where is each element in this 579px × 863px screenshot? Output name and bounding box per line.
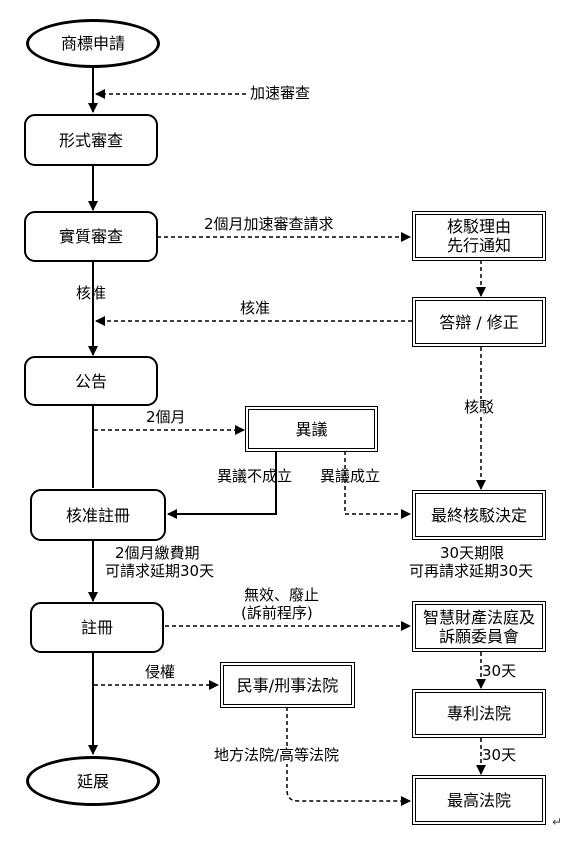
invalidation-line2: (訴前程序) — [241, 604, 313, 622]
approve-right-label: 核准 — [240, 299, 271, 317]
registration-approved-node: 核准註冊 — [30, 489, 166, 541]
apply-node: 商標申請 — [26, 19, 160, 68]
registration-approved-label: 核准註冊 — [65, 505, 130, 525]
time-limit-line1: 30天期限 — [440, 544, 505, 562]
renewal-node: 延展 — [26, 756, 160, 806]
arrow-opposition-fail — [167, 451, 277, 519]
registered-node: 註冊 — [30, 602, 164, 653]
time-limit-line2: 可再請求延期30天 — [409, 562, 534, 580]
two-months-label: 2個月 — [146, 408, 186, 426]
publication-label: 公告 — [74, 371, 107, 391]
patent-court-node: 專利法院 — [412, 689, 546, 738]
supreme-court-label: 最高法院 — [446, 790, 511, 810]
opposition-success-label: 異議成立 — [320, 467, 381, 485]
substantive-review-node: 實質審查 — [24, 211, 158, 262]
final-decision-label: 最終核駁決定 — [430, 505, 527, 525]
registered-label: 註冊 — [80, 618, 113, 637]
ip-court-node: 智慧財產法庭及 訴願委員會 — [412, 601, 546, 652]
opposition-fail-label: 異議不成立 — [217, 467, 293, 485]
formal-review-node: 形式審查 — [24, 114, 158, 166]
days-label-a: 30天 — [482, 662, 517, 680]
courts-label: 地方法院/高等法院 — [214, 746, 340, 764]
reply-amend-label: 答辯 / 修正 — [439, 312, 519, 332]
formal-review-label: 形式審查 — [58, 130, 123, 150]
final-decision-node: 最終核駁決定 — [412, 490, 546, 540]
supreme-court-node: 最高法院 — [412, 775, 546, 825]
notice-reasons-label: 核駁理由 先行通知 — [446, 217, 511, 255]
notice-reasons-node: 核駁理由 先行通知 — [412, 211, 546, 261]
arrow-opposition-success — [344, 451, 411, 519]
fee-period-line2: 可請求延期30天 — [105, 562, 215, 580]
invalidation-line1: 無效、廢止 — [244, 586, 320, 604]
patent-court-label: 專利法院 — [446, 704, 511, 723]
ip-court-label: 智慧財產法庭及 訴願委員會 — [422, 607, 535, 646]
approve-left-label: 核准 — [76, 284, 107, 302]
substantive-review-label: 實質審查 — [58, 227, 123, 246]
paragraph-mark: ↵ — [552, 815, 563, 829]
civil-court-node: 民事/刑事法院 — [220, 662, 355, 708]
days-label-b: 30天 — [482, 746, 517, 764]
infringement-label: 侵權 — [145, 663, 176, 681]
expedite-request-label: 2個月加速審查請求 — [204, 215, 334, 233]
fee-period-line1: 2個月繳費期 — [115, 544, 200, 562]
reject-label: 核駁 — [464, 398, 495, 416]
opposition-node: 異議 — [245, 406, 378, 452]
opposition-label: 異議 — [295, 419, 328, 439]
apply-label: 商標申請 — [60, 34, 125, 53]
publication-node: 公告 — [24, 356, 158, 406]
renewal-label: 延展 — [76, 771, 109, 791]
arrow-civil-supreme — [286, 707, 411, 806]
civil-court-label: 民事/刑事法院 — [236, 675, 339, 695]
reply-amend-node: 答辯 / 修正 — [412, 297, 546, 347]
expedite-label: 加速審查 — [250, 84, 311, 102]
